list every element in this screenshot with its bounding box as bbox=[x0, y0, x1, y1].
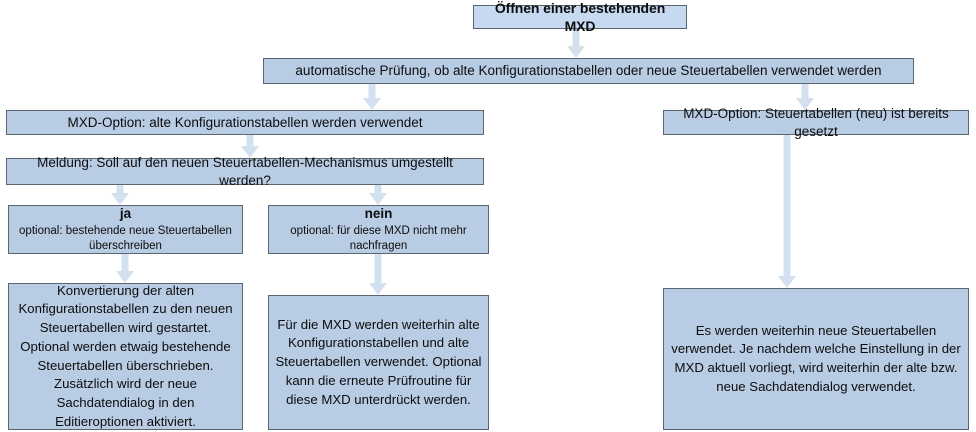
node-result-new-label: Es werden weiterhin neue Steuertabellen … bbox=[671, 322, 961, 394]
node-message-label: Meldung: Soll auf den neuen Steuertabell… bbox=[37, 154, 453, 188]
node-start-label: Öffnen einer bestehenden MXD bbox=[494, 0, 666, 34]
node-no-label: nein bbox=[364, 206, 393, 222]
arrow-option-new-to-result-new bbox=[774, 134, 800, 288]
node-no-sublabel: optional: für diese MXD nicht mehr nachf… bbox=[290, 224, 467, 252]
arrow-check-to-option-new bbox=[792, 83, 818, 110]
node-start[interactable]: Öffnen einer bestehenden MXD bbox=[473, 0, 687, 34]
node-yes-sublabel: optional: bestehende neue Steuertabellen… bbox=[19, 224, 232, 252]
arrow-start-to-check bbox=[563, 28, 589, 58]
node-check[interactable]: automatische Prüfung, ob alte Konfigurat… bbox=[263, 58, 914, 84]
arrow-message-to-no bbox=[365, 184, 391, 205]
node-result-yes-label: Konvertierung der alten Konfigurationsta… bbox=[18, 282, 233, 429]
node-option-new[interactable]: MXD-Option: Steuertabellen (neu) ist ber… bbox=[663, 106, 969, 139]
node-option-old[interactable]: MXD-Option: alte Konfigurationstabellen … bbox=[6, 110, 484, 135]
node-result-new[interactable]: Es werden weiterhin neue Steuertabellen … bbox=[663, 288, 969, 430]
node-option-old-label: MXD-Option: alte Konfigurationstabellen … bbox=[67, 114, 423, 130]
node-result-yes[interactable]: Konvertierung der alten Konfigurationsta… bbox=[8, 283, 243, 430]
node-check-label: automatische Prüfung, ob alte Konfigurat… bbox=[295, 63, 882, 79]
node-result-no[interactable]: Für die MXD werden weiterhin alte Konfig… bbox=[268, 295, 489, 430]
node-result-no-label: Für die MXD werden weiterhin alte Konfig… bbox=[275, 316, 482, 407]
node-message[interactable]: Meldung: Soll auf den neuen Steuertabell… bbox=[6, 155, 484, 188]
node-yes-label: ja bbox=[119, 206, 132, 222]
arrow-message-to-yes bbox=[107, 184, 133, 205]
arrow-yes-to-result-yes bbox=[112, 253, 138, 283]
node-no[interactable]: nein optional: für diese MXD nicht mehr … bbox=[268, 205, 489, 254]
arrow-no-to-result-no bbox=[365, 253, 391, 295]
arrow-check-to-option-old bbox=[359, 83, 385, 110]
arrow-option-old-to-message bbox=[237, 134, 263, 158]
node-yes[interactable]: ja optional: bestehende neue Steuertabel… bbox=[8, 205, 243, 254]
node-option-new-label: MXD-Option: Steuertabellen (neu) ist ber… bbox=[683, 105, 949, 139]
